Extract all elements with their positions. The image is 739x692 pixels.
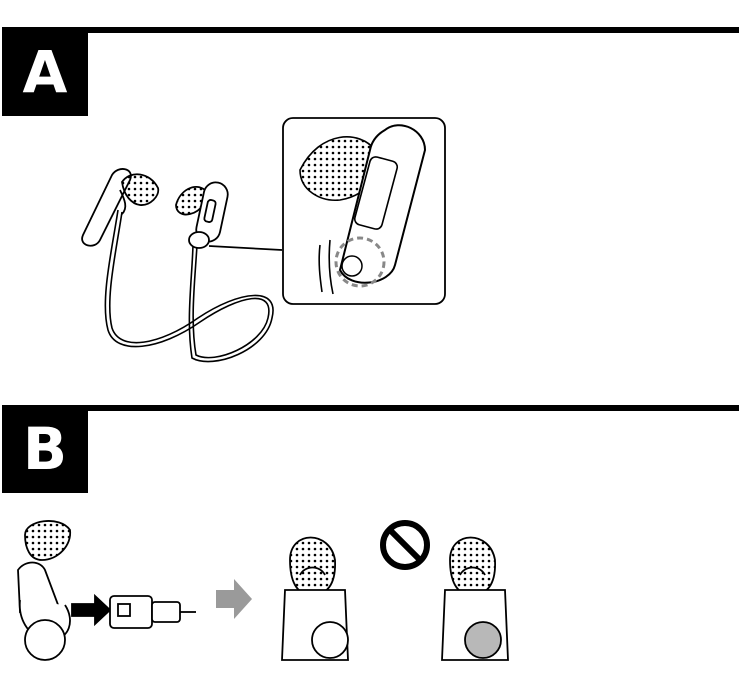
earphone-right-icon: [176, 180, 282, 250]
zoom-detail-box: [283, 118, 445, 304]
prohibited-icon: [383, 523, 427, 567]
arrow-right-icon: [216, 579, 252, 619]
neckband-cable-icon: [105, 210, 273, 362]
earphone-left-icon: [82, 169, 158, 246]
capped-earphone-icon: [282, 538, 348, 661]
wrong-cap-earphone-icon: [442, 538, 508, 661]
usb-cable-connect-icon: [18, 521, 196, 660]
